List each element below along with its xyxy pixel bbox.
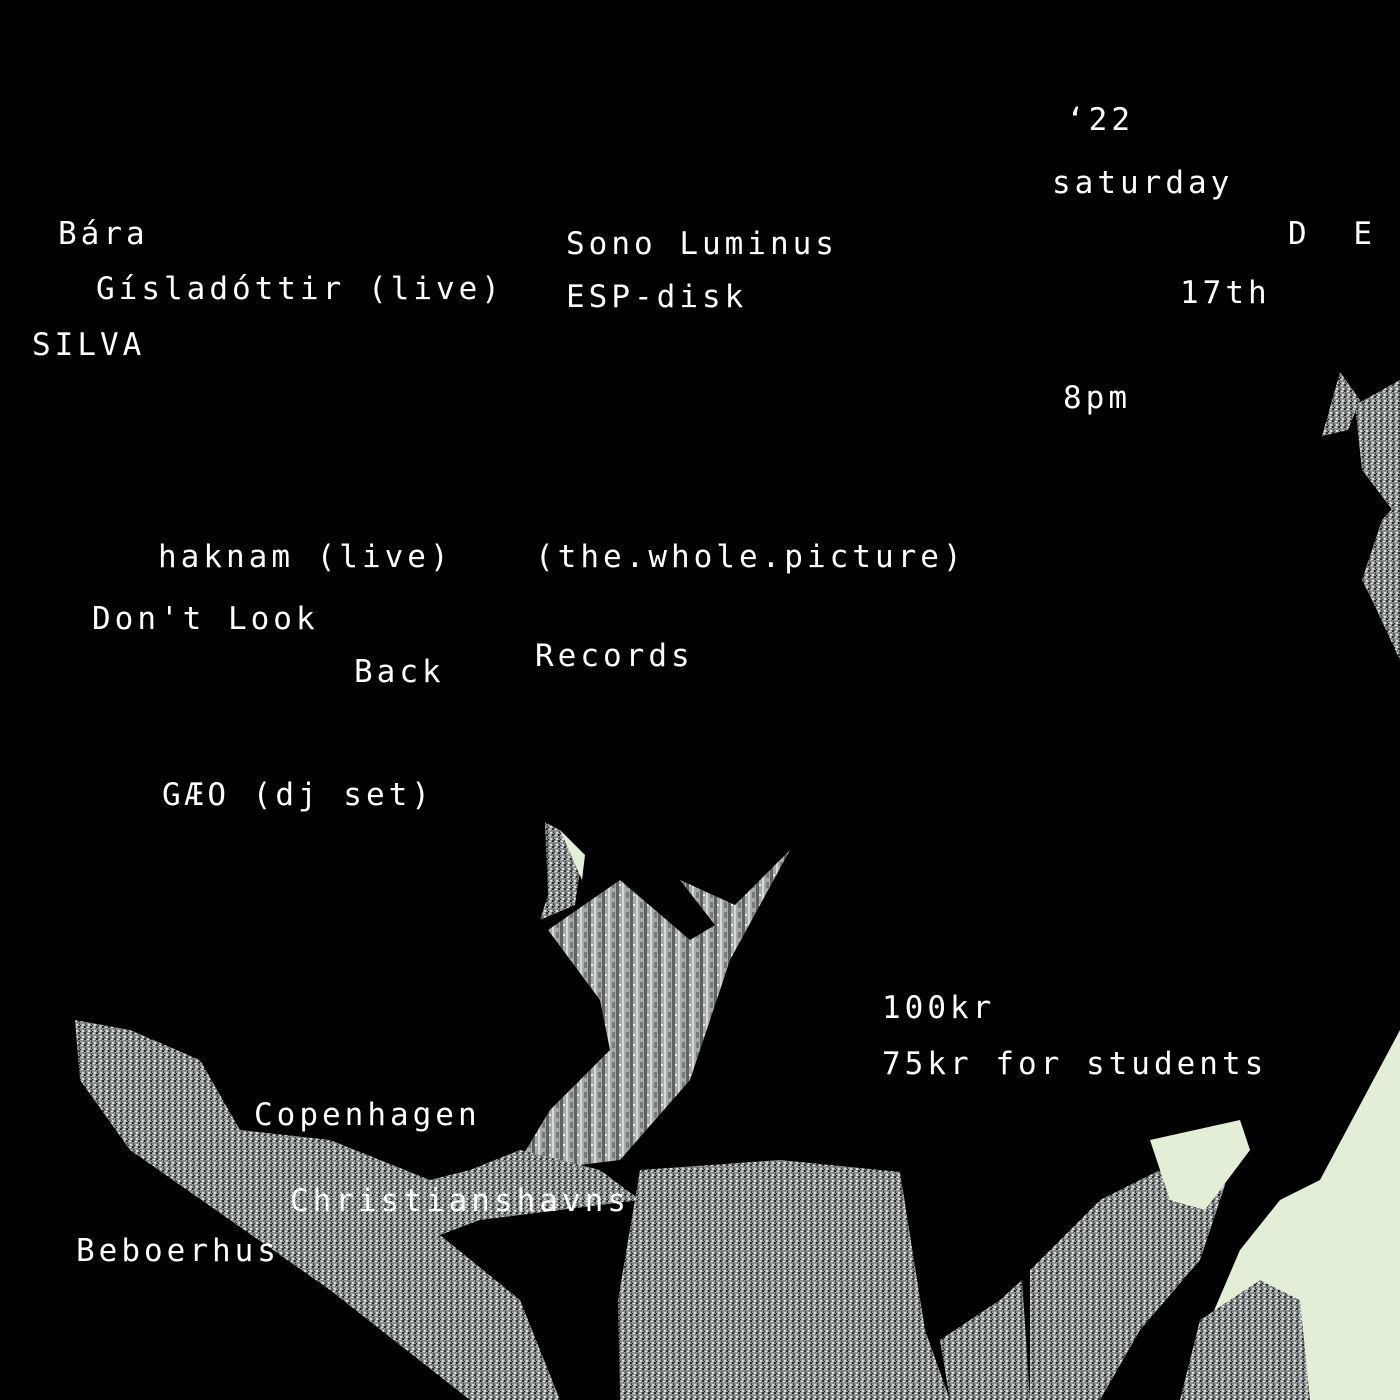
date-time: 8pm	[1063, 380, 1131, 416]
artist-silva: SILVA	[32, 327, 146, 363]
shard-left-strip	[75, 1020, 640, 1400]
artist-dont-look-line1: Don't Look	[92, 601, 319, 637]
shard-center	[520, 822, 790, 1165]
label-sono-luminus: Sono Luminus	[566, 226, 838, 262]
date-month: D E C	[1288, 216, 1386, 252]
label-records: Records	[535, 638, 694, 674]
label-whole-picture: (the.whole.picture)	[535, 539, 966, 575]
shard-bottom-center	[618, 1160, 1030, 1400]
artist-dont-look-line2: Back	[354, 654, 445, 690]
venue-city: Copenhagen	[254, 1097, 481, 1133]
venue-name-line1: Christianshavns	[290, 1183, 630, 1219]
label-esp-disk: ESP-disk	[566, 279, 748, 315]
venue-name-line2: Beboerhus	[76, 1233, 280, 1269]
shard-bottom-right	[1030, 1030, 1400, 1400]
date-weekday: saturday	[1052, 165, 1234, 201]
price-full: 100kr	[882, 990, 996, 1026]
date-year: ‘22	[1066, 102, 1134, 138]
artist-bara-line1: Bára	[58, 216, 149, 252]
shard-top-right	[1322, 372, 1400, 660]
date-day: 17th	[1180, 275, 1271, 311]
artist-gaeo: GÆO (dj set)	[162, 777, 434, 813]
artist-haknam: haknam (live)	[158, 539, 453, 575]
price-students: 75kr for students	[882, 1046, 1268, 1082]
artist-bara-line2: Gísladóttir (live)	[96, 271, 504, 307]
